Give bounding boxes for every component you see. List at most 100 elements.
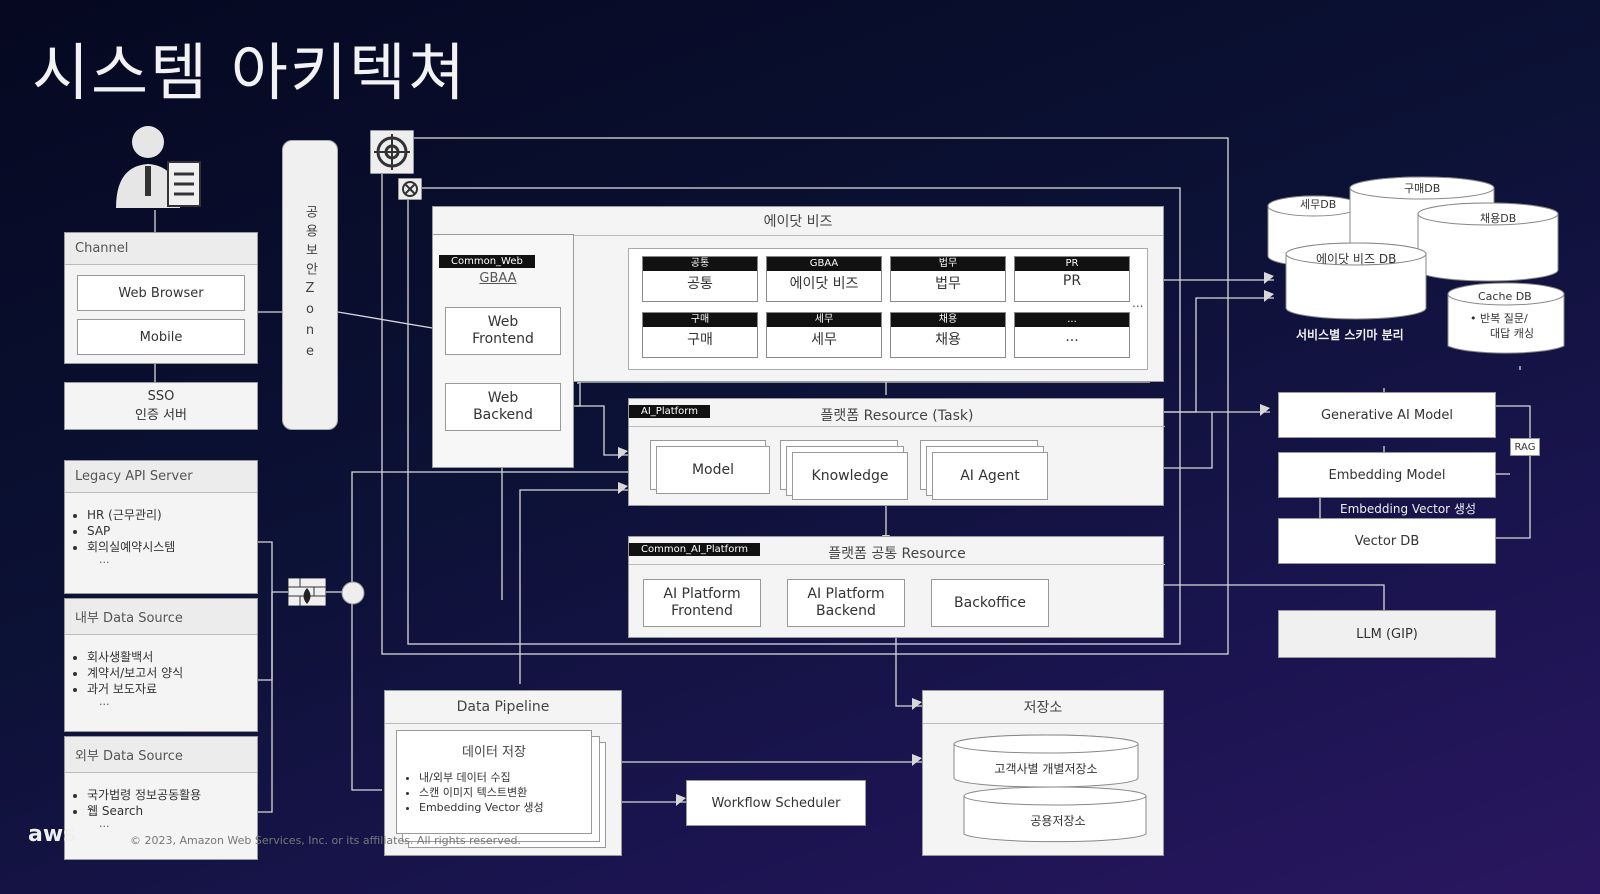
cell-label: 구매 (687, 332, 713, 348)
sso-sublabel: 인증 서버 (135, 408, 187, 423)
page-title: 시스템 아키텍쳐 (32, 36, 467, 109)
cell-tag: 채용 (891, 313, 1005, 327)
pipeline-header: Data Pipeline (385, 691, 621, 724)
pipeline-item: 내/외부 데이터 수집 (419, 770, 591, 785)
cell-label: 법무 (935, 276, 961, 292)
internal-item: 과거 보도자료 (87, 681, 257, 697)
external-header: 외부 Data Source (65, 737, 257, 773)
knowledge-box[interactable]: Knowledge (792, 452, 908, 500)
storage-cylinders (953, 734, 1147, 843)
security-zone-label: 공용보안Zone (302, 205, 318, 365)
outer-boundary (381, 137, 1229, 655)
router-icon (341, 581, 365, 605)
web-browser-box[interactable]: Web Browser (77, 275, 245, 311)
workflow-scheduler-box[interactable]: Workflow Scheduler (686, 780, 866, 826)
common-web-panel: Common_Web GBAA Web Frontend Web Backend (432, 234, 574, 468)
llm-gip-box[interactable]: LLM (GIP) (1278, 610, 1496, 658)
cache-db-label: Cache DB (1478, 290, 1532, 303)
legacy-api-panel: Legacy API Server HR (근무관리) SAP 회의실예약시스템… (64, 460, 258, 594)
cell-label: 채용 (935, 332, 961, 348)
cell-tag: PR (1015, 257, 1129, 271)
tenant-storage-label: 고객사별 개별저장소 (994, 761, 1098, 776)
mobile-box[interactable]: Mobile (77, 319, 245, 355)
service-db-cylinders (1267, 176, 1565, 354)
ai-platform-title: 플랫폼 Resource (Task) (629, 403, 1165, 427)
service-cell-gbaa[interactable]: GBAA 에이닷 비즈 (766, 256, 882, 302)
schema-caption: 서비스별 스키마 분리 (1296, 328, 1404, 342)
channel-header: Channel (65, 233, 257, 265)
external-list: 국가법령 정보공동활용 웹 Search (65, 787, 257, 819)
biz-db-label: 에이닷 비즈 DB (1316, 252, 1397, 266)
tax-db-label: 세무DB (1300, 198, 1337, 211)
web-backend-box[interactable]: Web Backend (445, 383, 561, 431)
cell-tag: 구매 (643, 313, 757, 327)
service-cell-pr[interactable]: PR PR (1014, 256, 1130, 302)
external-item: 웹 Search (87, 803, 257, 819)
service-cell-more[interactable]: ...... (1014, 312, 1130, 358)
internal-item: 회사생활백서 (87, 649, 257, 665)
cache-db-bullet2: 대답 캐싱 (1490, 327, 1534, 340)
gateway-icon (370, 130, 414, 174)
generative-ai-model-box[interactable]: Generative AI Model (1278, 392, 1496, 438)
copyright-footer: © 2023, Amazon Web Services, Inc. or its… (130, 834, 521, 847)
pipeline-inner-title: 데이터 저장 (462, 745, 526, 760)
rag-label: RAG (1510, 438, 1540, 456)
legacy-header: Legacy API Server (65, 461, 257, 493)
legacy-list: HR (근무관리) SAP 회의실예약시스템 (65, 507, 257, 555)
inner-boundary (407, 187, 1181, 645)
cell-label: 세무 (811, 332, 837, 348)
common-web-tag: Common_Web (439, 255, 535, 268)
ai-platform-frontend-box[interactable]: AI Platform Frontend (643, 579, 761, 627)
channel-panel: Channel Web Browser Mobile (64, 232, 258, 364)
backoffice-box[interactable]: Backoffice (931, 579, 1049, 627)
pipeline-list: 내/외부 데이터 수집 스캔 이미지 텍스트변환 Embedding Vecto… (397, 770, 591, 815)
internal-item: 계약서/보고서 양식 (87, 665, 257, 681)
cache-db-bullet: • 반복 질문/ (1470, 312, 1528, 325)
web-frontend-box[interactable]: Web Frontend (445, 307, 561, 355)
external-data-panel: 외부 Data Source 국가법령 정보공동활용 웹 Search ... (64, 736, 258, 860)
sso-server-box[interactable]: SSO 인증 서버 (64, 382, 258, 430)
public-security-zone: 공용보안Zone (282, 140, 338, 430)
internal-data-panel: 내부 Data Source 회사생활백서 계약서/보고서 양식 과거 보도자료… (64, 598, 258, 732)
cell-tag: ... (1015, 313, 1129, 327)
cell-tag: 법무 (891, 257, 1005, 271)
purchase-db-label: 구매DB (1404, 182, 1441, 195)
gbaa-label: GBAA (479, 271, 517, 286)
common-ai-tag: Common_AI_Platform (629, 543, 761, 556)
cell-label: PR (1062, 273, 1082, 289)
model-box[interactable]: Model (656, 446, 770, 494)
ai-platform-tag: AI_Platform (629, 405, 710, 418)
cell-label: ... (1065, 329, 1079, 345)
cell-tag: 공통 (643, 257, 757, 271)
legacy-item: 회의실예약시스템 (87, 539, 257, 555)
service-more-dots: ... (1132, 296, 1144, 310)
vector-db-box[interactable]: Vector DB (1278, 518, 1496, 564)
common-ai-platform-panel: Common_AI_Platform 플랫폼 공통 Resource AI Pl… (628, 536, 1165, 638)
cell-tag: GBAA (767, 257, 881, 271)
embedding-model-box[interactable]: Embedding Model (1278, 452, 1496, 498)
data-storage-card: 데이터 저장 내/외부 데이터 수집 스캔 이미지 텍스트변환 Embeddin… (396, 730, 592, 834)
cell-tag: 세무 (767, 313, 881, 327)
internal-list: 회사생활백서 계약서/보고서 양식 과거 보도자료 (65, 649, 257, 697)
internal-more: ... (99, 695, 110, 708)
ai-agent-box[interactable]: AI Agent (932, 452, 1048, 500)
legacy-item: SAP (87, 523, 257, 539)
ai-platform-backend-box[interactable]: AI Platform Backend (787, 579, 905, 627)
shared-storage-label: 공용저장소 (1030, 813, 1086, 828)
hire-db-label: 채용DB (1480, 212, 1517, 225)
embedding-vector-label: Embedding Vector 생성 (1340, 502, 1477, 516)
legacy-more: ... (99, 553, 110, 566)
common-ai-title: 플랫폼 공통 Resource (629, 541, 1165, 565)
firewall-icon (288, 578, 326, 606)
cell-label: 에이닷 비즈 (789, 276, 859, 292)
pipeline-item: 스캔 이미지 텍스트변환 (419, 785, 591, 800)
ai-biz-title: 에이닷 비즈 (433, 207, 1163, 236)
pipeline-item: Embedding Vector 생성 (419, 800, 591, 815)
legacy-item: HR (근무관리) (87, 507, 257, 523)
storage-header: 저장소 (923, 691, 1163, 724)
